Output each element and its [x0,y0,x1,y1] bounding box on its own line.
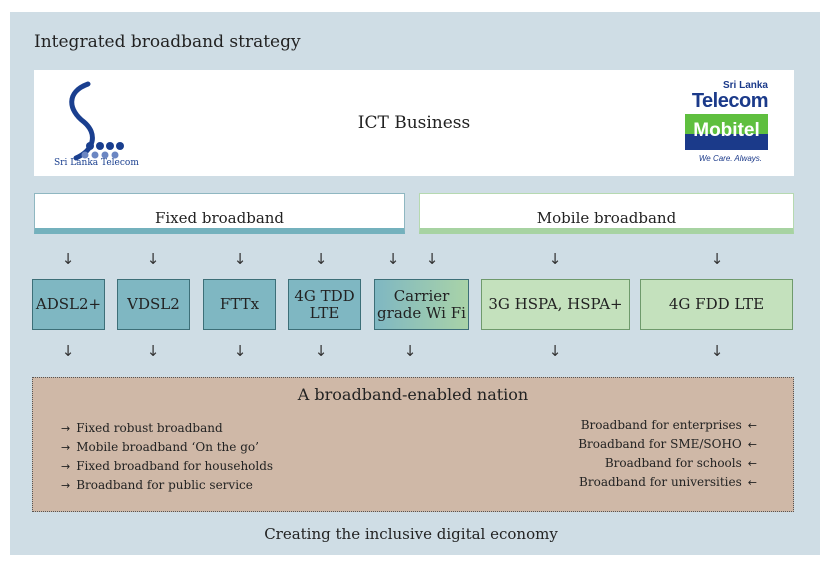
mobitel-logo-blue [685,134,768,150]
list-item: Broadband for universities← [579,475,757,489]
mobitel-logo-bar: Mobitel [685,114,768,150]
footer-caption: Creating the inclusive digital economy [264,525,558,543]
arrow-down-icon: ↓ [710,342,724,360]
arrow-left-icon: ← [747,419,757,432]
tech-label-lte: LTE [309,303,340,322]
arrow-down-icon: ↓ [314,342,328,360]
arrow-down-icon: ↓ [548,342,562,360]
mobitel-logo-line2: Telecom [691,90,769,112]
arrow-right-icon: → [61,479,71,492]
tech-box-carrier-wifi: Carrier grade Wi Fi [374,279,469,330]
tech-label-vdsl: VDSL2 [127,295,180,313]
arrow-right-icon: → [61,460,71,473]
tech-label-adsl: ADSL2+ [35,295,102,313]
mobitel-logo: Sri Lanka Telecom Mobitel We Care. Alway… [680,80,769,170]
tech-label-4g-fdd-lte: 4G FDD LTE [668,295,765,313]
tech-box-adsl: ADSL2+ [32,279,105,330]
arrow-right-icon: → [61,441,71,454]
arrow-left-icon: ← [747,476,757,489]
arrow-down-icon: ↓ [146,342,160,360]
arrow-left-icon: ← [747,457,757,470]
arrow-down-icon: ↓ [710,250,724,268]
mobitel-logo-green [685,114,768,134]
tech-label-grade-wifi: grade Wi Fi [377,303,466,322]
list-item: →Mobile broadband ‘On the go’ [61,440,259,454]
arrow-down-icon: ↓ [425,250,439,268]
mobile-broadband-header: Mobile broadband [419,193,794,234]
nation-title: A broadband-enabled nation [297,385,529,404]
tech-label-3g-hspa: 3G HSPA, HSPA+ [488,295,623,313]
arrow-down-icon: ↓ [233,342,247,360]
arrow-left-icon: ← [747,438,757,451]
diagram-title: Integrated broadband strategy [34,32,301,52]
list-item: →Fixed broadband for households [61,459,274,473]
sri-lanka-telecom-logo-icon [69,81,124,161]
arrow-down-icon: ↓ [146,250,160,268]
arrow-down-icon: ↓ [403,342,417,360]
arrow-down-icon: ↓ [548,250,562,268]
tech-box-4g-fdd-lte: 4G FDD LTE [640,279,793,330]
arrow-down-icon: ↓ [233,250,247,268]
arrow-down-icon: ↓ [386,250,400,268]
mobitel-logo-brand: Mobitel [693,120,760,141]
fixed-broadband-header: Fixed broadband [34,193,405,234]
list-item: Broadband for SME/SOHO← [578,437,757,451]
list-item: →Fixed robust broadband [61,421,223,435]
nation-right-list: Broadband for enterprises← Broadband for… [578,418,763,494]
arrow-down-icon: ↓ [61,342,75,360]
tech-label-carrier: Carrier [393,286,450,305]
nation-left-list: →Fixed robust broadband →Mobile broadban… [55,421,273,497]
mobitel-logo-line1: Sri Lanka [722,80,768,91]
arrow-right-icon: → [61,422,71,435]
broadband-nation-box: A broadband-enabled nation →Fixed robust… [32,377,794,512]
list-item: Broadband for enterprises← [580,418,757,432]
slt-logo-text: Sri Lanka Telecom [54,158,139,168]
arrow-down-icon: ↓ [314,250,328,268]
ict-business-box: Sri Lanka Telecom ICT Business Sri Lanka… [34,70,794,176]
list-item: →Broadband for public service [61,478,253,492]
tech-box-4g-tdd-lte: 4G TDD LTE [288,279,361,330]
tech-box-fttx: FTTx [203,279,276,330]
tech-box-3g-hspa: 3G HSPA, HSPA+ [481,279,630,330]
arrow-down-icon: ↓ [61,250,75,268]
tech-box-vdsl: VDSL2 [117,279,190,330]
tech-label-fttx: FTTx [219,295,260,313]
mobitel-logo-tagline: We Care. Always. [698,154,762,163]
tech-label-4g-tdd: 4G TDD [294,286,355,305]
list-item: Broadband for schools← [604,456,757,470]
ict-business-label: ICT Business [357,113,471,133]
